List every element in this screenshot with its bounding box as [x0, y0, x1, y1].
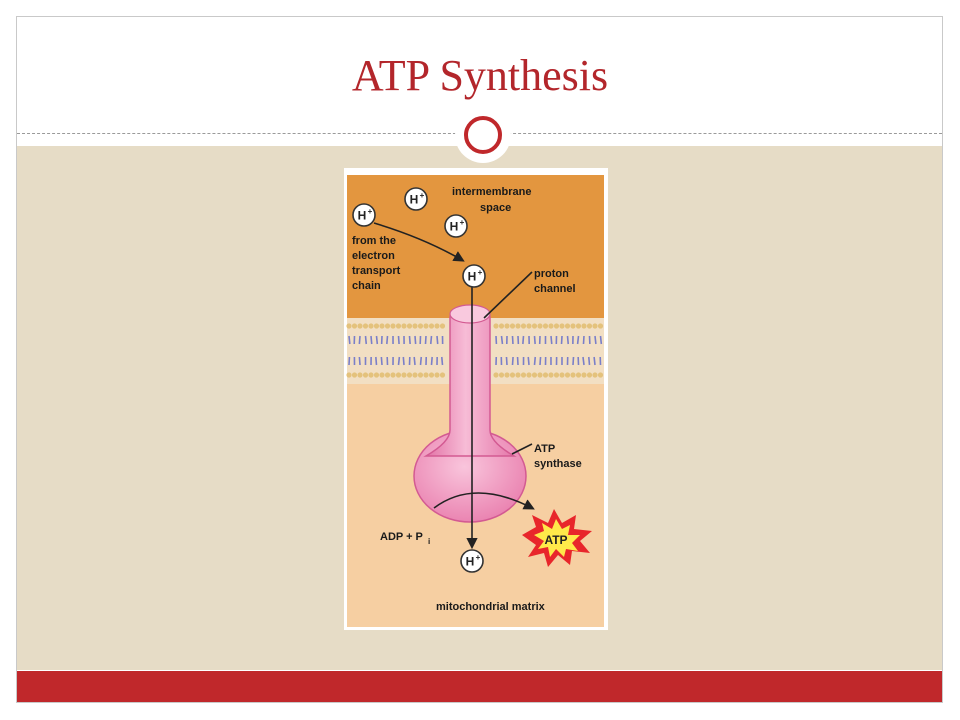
svg-text:H: H — [450, 220, 459, 234]
label-adp: ADP + P — [380, 531, 423, 543]
svg-text:+: + — [476, 553, 481, 562]
label-matrix: mitochondrial matrix — [436, 601, 546, 613]
label-from-line3: transport — [352, 265, 401, 277]
bottom-accent-bar — [17, 671, 942, 702]
slide-title: ATP Synthesis — [0, 50, 960, 102]
ion-h-3: H + — [445, 215, 467, 237]
label-space: space — [480, 202, 511, 214]
ion-h-2: H + — [405, 188, 427, 210]
label-proton: proton — [534, 268, 569, 280]
label-atp: ATP — [534, 443, 555, 455]
atp-synthase-diagram: H + H + H + H + H + ATP intermembrane sp… — [344, 168, 608, 630]
atp-label: ATP — [544, 533, 567, 547]
svg-text:H: H — [466, 555, 475, 569]
svg-text:H: H — [468, 270, 477, 284]
label-intermembrane: intermembrane — [452, 186, 531, 198]
svg-text:H: H — [410, 193, 419, 207]
circle-ornament-icon — [464, 116, 502, 154]
svg-text:+: + — [460, 218, 465, 227]
label-synthase: synthase — [534, 458, 582, 470]
ion-h-4: H + — [463, 265, 485, 287]
svg-text:+: + — [478, 268, 483, 277]
label-channel: channel — [534, 283, 576, 295]
label-from-line2: electron — [352, 250, 395, 262]
ion-h-1: H + — [353, 204, 375, 226]
label-from-line4: chain — [352, 280, 381, 292]
svg-text:+: + — [368, 207, 373, 216]
svg-text:H: H — [358, 209, 367, 223]
label-from-line1: from the — [352, 235, 396, 247]
svg-text:+: + — [420, 191, 425, 200]
ion-h-5: H + — [461, 550, 483, 572]
label-adp-subscript: i — [428, 537, 430, 546]
